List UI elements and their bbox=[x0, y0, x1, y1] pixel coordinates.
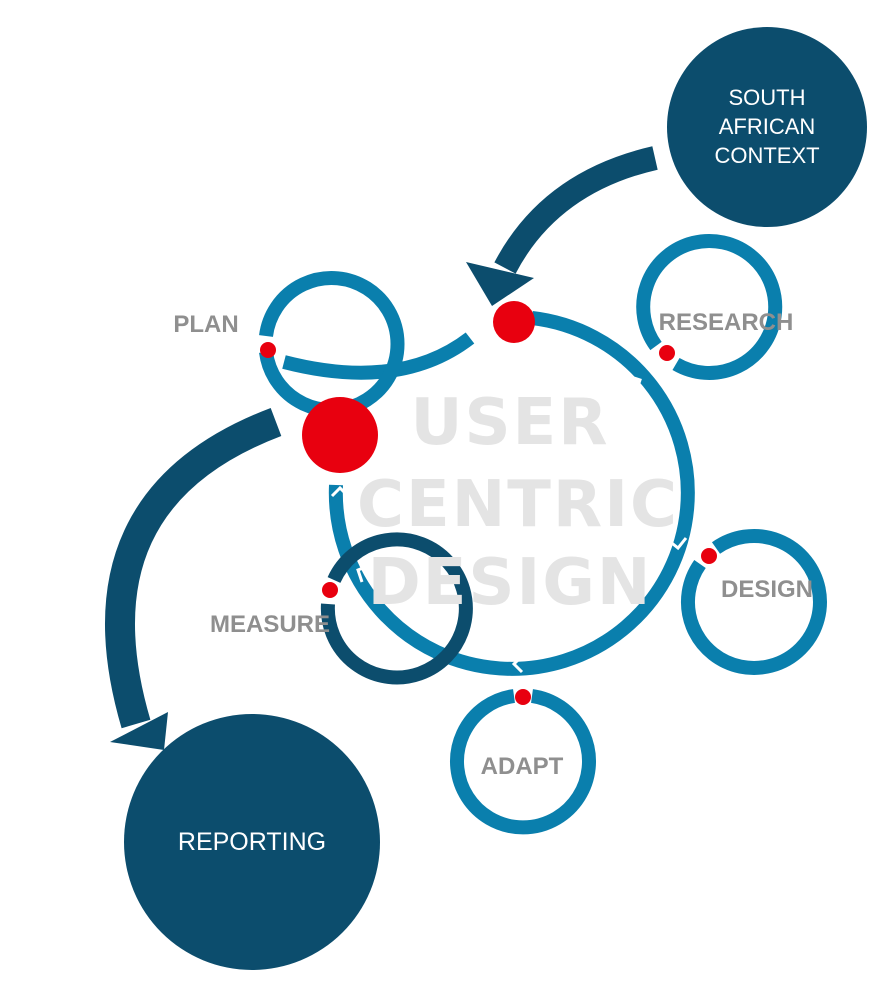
plan-marker-dot bbox=[260, 342, 276, 358]
context-label-line-2: AFRICAN bbox=[719, 114, 816, 139]
reporting-output-arrow bbox=[104, 407, 282, 750]
center-title-line-3: DESIGN bbox=[368, 546, 653, 620]
design-marker-dot bbox=[701, 548, 717, 564]
chevron-icon bbox=[330, 485, 350, 498]
measure-marker-dot bbox=[322, 582, 338, 598]
context-input-arrow bbox=[466, 146, 658, 306]
chevron-icon bbox=[356, 564, 369, 583]
center-title: USER CENTRIC DESIGN bbox=[357, 386, 679, 620]
design-stage: DESIGN bbox=[680, 528, 827, 675]
design-label: DESIGN bbox=[721, 576, 813, 603]
central-ring-chevrons bbox=[330, 374, 688, 674]
plan-label: PLAN bbox=[173, 311, 238, 338]
adapt-marker-dot bbox=[515, 689, 531, 705]
entry-marker-dot bbox=[493, 301, 535, 343]
plan-connector-arc bbox=[282, 332, 475, 380]
design-ring bbox=[680, 528, 827, 675]
context-label-line-1: SOUTH bbox=[729, 85, 806, 110]
adapt-ring bbox=[450, 689, 596, 835]
research-ring bbox=[636, 233, 783, 380]
research-stage: RESEARCH bbox=[636, 233, 794, 380]
central-cycle-ring bbox=[328, 311, 695, 676]
context-arrow-shaft bbox=[494, 146, 658, 274]
context-circle bbox=[667, 27, 867, 227]
plan-ring bbox=[259, 271, 405, 417]
chevron-icon bbox=[627, 374, 642, 393]
center-title-line-2: CENTRIC bbox=[357, 468, 679, 542]
adapt-stage: ADAPT bbox=[450, 689, 596, 835]
context-label-line-3: CONTEXT bbox=[714, 143, 819, 168]
reporting-arrow-head bbox=[110, 712, 168, 750]
measure-stage: MEASURE bbox=[210, 532, 473, 685]
exit-marker-dot bbox=[302, 397, 378, 473]
reporting-node: REPORTING bbox=[124, 714, 380, 970]
context-arrow-head bbox=[466, 262, 534, 306]
reporting-circle bbox=[124, 714, 380, 970]
reporting-label: REPORTING bbox=[178, 828, 326, 856]
research-label: RESEARCH bbox=[659, 309, 794, 336]
center-title-line-1: USER bbox=[410, 386, 609, 460]
plan-stage: PLAN bbox=[173, 271, 405, 417]
research-marker-dot bbox=[659, 345, 675, 361]
chevron-icon bbox=[511, 654, 524, 674]
context-node: SOUTH AFRICAN CONTEXT bbox=[667, 27, 867, 227]
adapt-label: ADAPT bbox=[481, 753, 564, 780]
chevron-icon bbox=[667, 537, 688, 551]
reporting-arrow-shaft bbox=[104, 407, 282, 729]
measure-ring bbox=[320, 532, 473, 685]
measure-label: MEASURE bbox=[210, 611, 330, 638]
